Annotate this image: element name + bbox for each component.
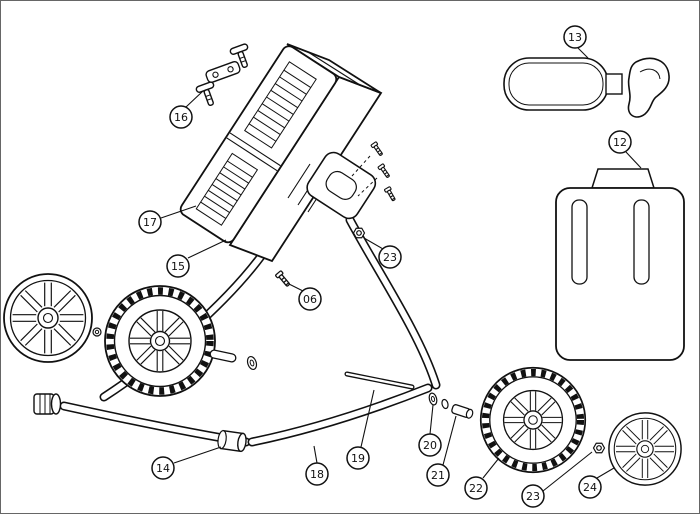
- t-bolt-lower: [195, 81, 215, 107]
- bolt-assembly-16: [195, 43, 249, 107]
- callout-label: 21: [431, 469, 445, 482]
- leader-17: [160, 205, 197, 219]
- nut-23-lower: [592, 442, 606, 454]
- callout-ring: [464, 476, 488, 500]
- callout-15: 15: [166, 254, 190, 278]
- wheel-tire-left: [105, 286, 215, 396]
- collection-bag-12: [555, 168, 685, 361]
- callout-ring: [378, 245, 402, 269]
- wheel-hub-left: [4, 274, 92, 362]
- leader-12: [625, 151, 642, 169]
- callout-label: 22: [469, 482, 483, 495]
- leader-22: [482, 457, 500, 479]
- leader-16: [185, 90, 204, 108]
- main-housing: [179, 43, 383, 263]
- callout-ring: [418, 433, 442, 457]
- callout-ring: [608, 130, 632, 154]
- leader-21: [442, 415, 457, 466]
- callout-ring: [346, 446, 370, 470]
- callout-label: 17: [143, 216, 157, 229]
- leader-15: [187, 239, 227, 259]
- callout-20: 20: [418, 433, 442, 457]
- tie-rod-19: [344, 371, 415, 390]
- axle-stub-left: [209, 349, 237, 363]
- axle-pin-21: [451, 404, 474, 419]
- callout-label: 23: [526, 490, 540, 503]
- callout-label: 12: [613, 136, 627, 149]
- callout-ring: [151, 456, 175, 480]
- callout-ring: [138, 210, 162, 234]
- callout-ring: [169, 105, 193, 129]
- housing-lid-line: [307, 51, 361, 86]
- t-bolt-upper: [229, 43, 249, 69]
- callout-12: 12: [608, 130, 632, 154]
- leader-20: [429, 404, 434, 435]
- axle-tube-18: [247, 383, 433, 447]
- callout-06: 06: [298, 287, 322, 311]
- callout-18: 18: [305, 462, 329, 486]
- hub-cap-14: [217, 429, 247, 453]
- leader-24: [596, 467, 615, 479]
- callout-14: 14: [151, 456, 175, 480]
- callouts: 13 16 12 17 23 15 06 14: [138, 25, 632, 508]
- nut-23-upper: [352, 227, 366, 239]
- callout-label: 19: [351, 452, 365, 465]
- leader-lines: [160, 47, 642, 492]
- washer-left: [246, 355, 258, 371]
- bag-body: [555, 187, 685, 361]
- bag-handle-tab: [590, 168, 656, 189]
- leader-18: [313, 445, 318, 464]
- end-cap-ribbed: [33, 393, 62, 415]
- callout-ring: [305, 462, 329, 486]
- leader-23-lower: [542, 451, 593, 492]
- leader-06: [288, 283, 304, 292]
- callout-19: 19: [346, 446, 370, 470]
- callout-ring: [166, 254, 190, 278]
- leader-13: [577, 47, 589, 59]
- callout-23-lower: 23: [521, 484, 545, 508]
- assembly-dashes: [351, 155, 378, 197]
- callout-ring: [563, 25, 587, 49]
- callout-label: 06: [303, 293, 317, 306]
- callout-ring: [578, 475, 602, 499]
- callout-24: 24: [578, 475, 602, 499]
- callout-label: 20: [423, 439, 437, 452]
- callout-23-upper: 23: [378, 245, 402, 269]
- callout-21: 21: [426, 463, 450, 487]
- grip-neck: [605, 73, 623, 95]
- leader-14: [173, 446, 222, 464]
- bag-strap-right: [633, 199, 650, 285]
- callout-ring: [298, 287, 322, 311]
- callout-label: 13: [568, 31, 582, 44]
- bolt-left-small: [92, 327, 102, 337]
- mount-plate: [306, 151, 377, 220]
- callout-label: 14: [156, 462, 170, 475]
- callout-17: 17: [138, 210, 162, 234]
- handle-grip-13: [503, 57, 670, 118]
- housing-front-face: [179, 45, 338, 244]
- callout-label: 23: [383, 251, 397, 264]
- callout-label: 24: [583, 481, 597, 494]
- grip-end: [627, 57, 670, 118]
- callout-label: 15: [171, 260, 185, 273]
- callout-label: 18: [310, 468, 324, 481]
- washer-20a: [428, 392, 438, 406]
- wheel-hub-24: [609, 413, 681, 485]
- callout-ring: [426, 463, 450, 487]
- clamp-plate: [205, 60, 241, 84]
- washer-20b: [441, 398, 449, 410]
- frame-leg-right: [345, 215, 441, 390]
- callout-ring: [521, 484, 545, 508]
- callout-22: 22: [464, 476, 488, 500]
- bag-strap-left: [571, 199, 588, 285]
- callout-16: 16: [169, 105, 193, 129]
- callout-label: 16: [174, 111, 188, 124]
- wheel-tire-22: [481, 368, 586, 473]
- leader-23-upper: [363, 237, 384, 250]
- callout-13: 13: [563, 25, 587, 49]
- screw-set-upper: [351, 141, 398, 203]
- leader-19: [360, 389, 375, 448]
